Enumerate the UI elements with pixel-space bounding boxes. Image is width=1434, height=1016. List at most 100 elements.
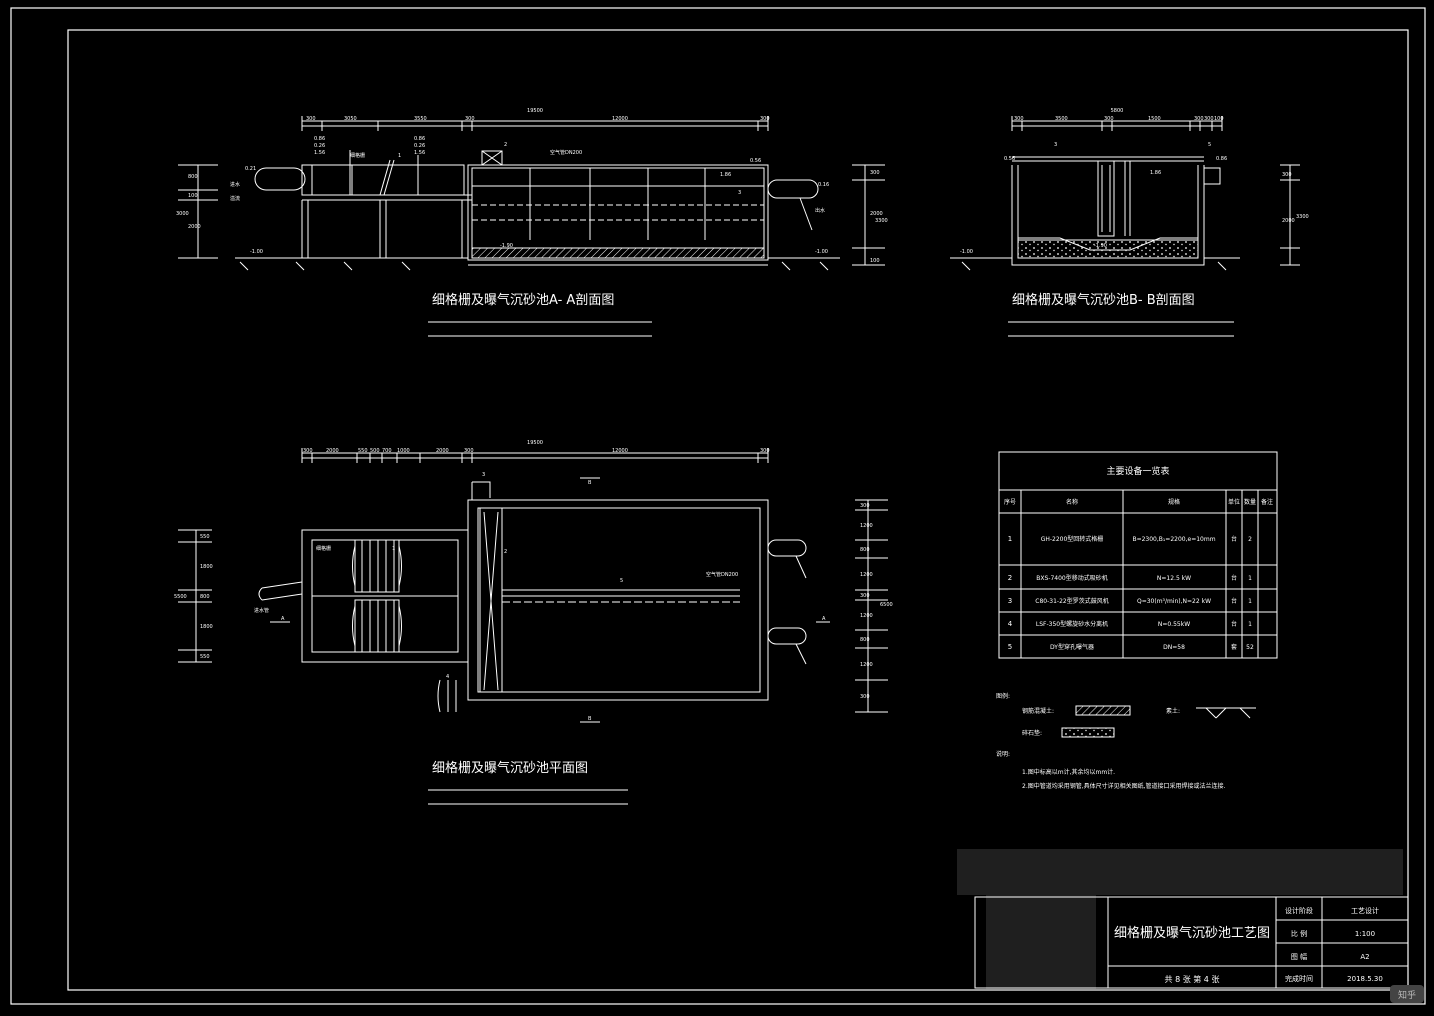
aa-level: -1.90 [500,243,513,249]
table-cell: LSF-350型螺旋砂水分离机 [1036,620,1108,628]
plan-inlet-label: 进水管 [254,607,269,614]
aa-level: 0.86 [314,136,325,142]
bb-dim-label: 1500 [1148,116,1161,122]
table-cell: BXS-7400型移动式吸砂机 [1036,574,1107,582]
title-field-value: 工艺设计 [1351,906,1379,915]
legend-item-label: 素土: [1166,707,1180,715]
plan-dim-label: 2000 [436,448,449,454]
bb-level: 0.86 [1216,156,1227,162]
bb-height-dim: 3300 [1296,214,1309,220]
aa-overflow-label: 溢流 [230,195,240,202]
section-bb-text: 5800 300 3500 300 1500 300 300 100 0.56 … [960,108,1309,255]
legend-title: 图例: [996,692,1010,700]
note-item: 2.图中管道均采用钢管,具体尺寸详见相关图纸,管道接口采用焊接或法兰连接. [1022,782,1226,790]
table-header: 数量 [1244,498,1256,506]
aa-level: 0.26 [414,143,425,149]
aa-height-dim: 3300 [875,218,888,224]
plan-left-dim: 1800 [200,564,213,570]
aa-dim-label: 3050 [344,116,357,122]
watermark: 知乎 [1398,989,1416,1001]
aa-height-dim: 100 [870,258,880,264]
plan-right-dim: 1200 [860,572,873,578]
bb-height-dim: 2000 [1282,218,1295,224]
plan-view-title: 细格栅及曝气沉砂池平面图 [432,760,588,776]
section-aa [178,116,885,337]
aa-height-dim: 2000 [188,224,201,230]
aa-level: -1.00 [815,249,828,255]
legend-item-label: 碎石垫: [1022,729,1042,737]
plan-aeration-label: 空气管DN200 [706,571,738,578]
plan-callout: 3 [482,472,485,478]
plan-left-dim: 550 [200,654,210,660]
table-cell: Q=30(m³/min),N=22 kW [1137,598,1211,605]
plan-dim-label: 300 [760,448,770,454]
table-cell: 台 [1231,620,1237,628]
plan-screen-label: 细格栅 [316,545,331,552]
legend-concrete-swatch [1075,705,1131,716]
table-header: 规格 [1168,498,1180,506]
bb-dim-label: 300 [1104,116,1114,122]
aa-outlet-label: 出水 [815,207,825,214]
plan-left-dim: 1800 [200,624,213,630]
table-cell: 2 [1248,536,1252,543]
aa-height-dim: 300 [870,170,880,176]
bb-dim-label: 100 [1214,116,1224,122]
plan-right-dim: 1200 [860,523,873,529]
table-cell: 2 [1008,574,1012,582]
dim-ticks-aa [301,116,769,131]
plan-right-dim: 1200 [860,662,873,668]
equipment-table [998,451,1278,659]
aa-height-dim: 100 [188,193,198,199]
table-cell: 3 [1008,597,1012,605]
table-cell: 套 [1231,643,1237,651]
watermark-badge [1390,985,1424,1003]
aa-height-dim: 2000 [870,211,883,217]
table-cell: 台 [1231,535,1237,543]
equipment-table-text: 主要设备一览表 序号 名称 规格 单位 数量 备注 1 GH-2200型回转式格… [1004,465,1273,651]
drawing-title: 细格栅及曝气沉砂池工艺图 [1114,925,1270,941]
aa-dim-label: 300 [465,116,475,122]
table-header: 名称 [1066,498,1078,506]
aa-level: 0.16 [818,182,829,188]
bb-dim-label: 300 [1014,116,1024,122]
plan-callout: 2 [504,549,507,555]
title-field-key: 比 例 [1291,929,1307,938]
legend: 图例: 钢筋混凝土: 素土: 碎石垫: [996,692,1256,738]
plan-dim-label: 550 [358,448,368,454]
table-header: 备注 [1261,498,1273,506]
aa-level: 1.86 [720,172,731,178]
section-mark: B [588,716,592,722]
bb-level: -1.90 [1094,243,1107,249]
legend-gravel-swatch [1061,727,1115,738]
aa-level: 0.56 [750,158,761,164]
table-header: 序号 [1004,498,1016,506]
sheet-info: 共 8 张 第 4 张 [1165,974,1220,984]
note-item: 1.图中标高以m计,其余均以mm计. [1022,768,1115,776]
plan-left-dim: 550 [200,534,210,540]
bb-dim-label: 3500 [1055,116,1068,122]
table-cell: C80-31-22型罗茨式鼓风机 [1035,597,1108,605]
section-mark: B [588,480,592,486]
plan-right-dim: 300 [860,694,870,700]
redacted-block [986,895,1096,989]
plan-dim-label: 1000 [397,448,410,454]
plan-right-total: 6500 [880,602,893,608]
plan-right-dim: 300 [860,593,870,599]
aa-dim-label: 12000 [612,116,628,122]
bb-level: 0.56 [1004,156,1015,162]
table-cell: 台 [1231,597,1237,605]
aa-screen-label: 细格栅 [350,152,365,159]
table-cell: 台 [1231,574,1237,582]
title-field-key: 完成时间 [1285,974,1313,983]
aa-dim-label: 300 [306,116,316,122]
bb-overall-dim: 5800 [1111,108,1124,114]
section-aa-text: 19500 300 3050 3550 300 12000 300 0.86 0… [176,108,888,264]
plan-right-dim: 300 [860,503,870,509]
legend-soil-swatch [1196,707,1256,719]
aa-callout: 3 [738,190,741,196]
plan-dim-label: 300 [303,448,313,454]
table-cell: 4 [1008,620,1013,628]
section-aa-title: 细格栅及曝气沉砂池A- A剖面图 [432,292,614,308]
aa-level: 1.56 [314,150,325,156]
